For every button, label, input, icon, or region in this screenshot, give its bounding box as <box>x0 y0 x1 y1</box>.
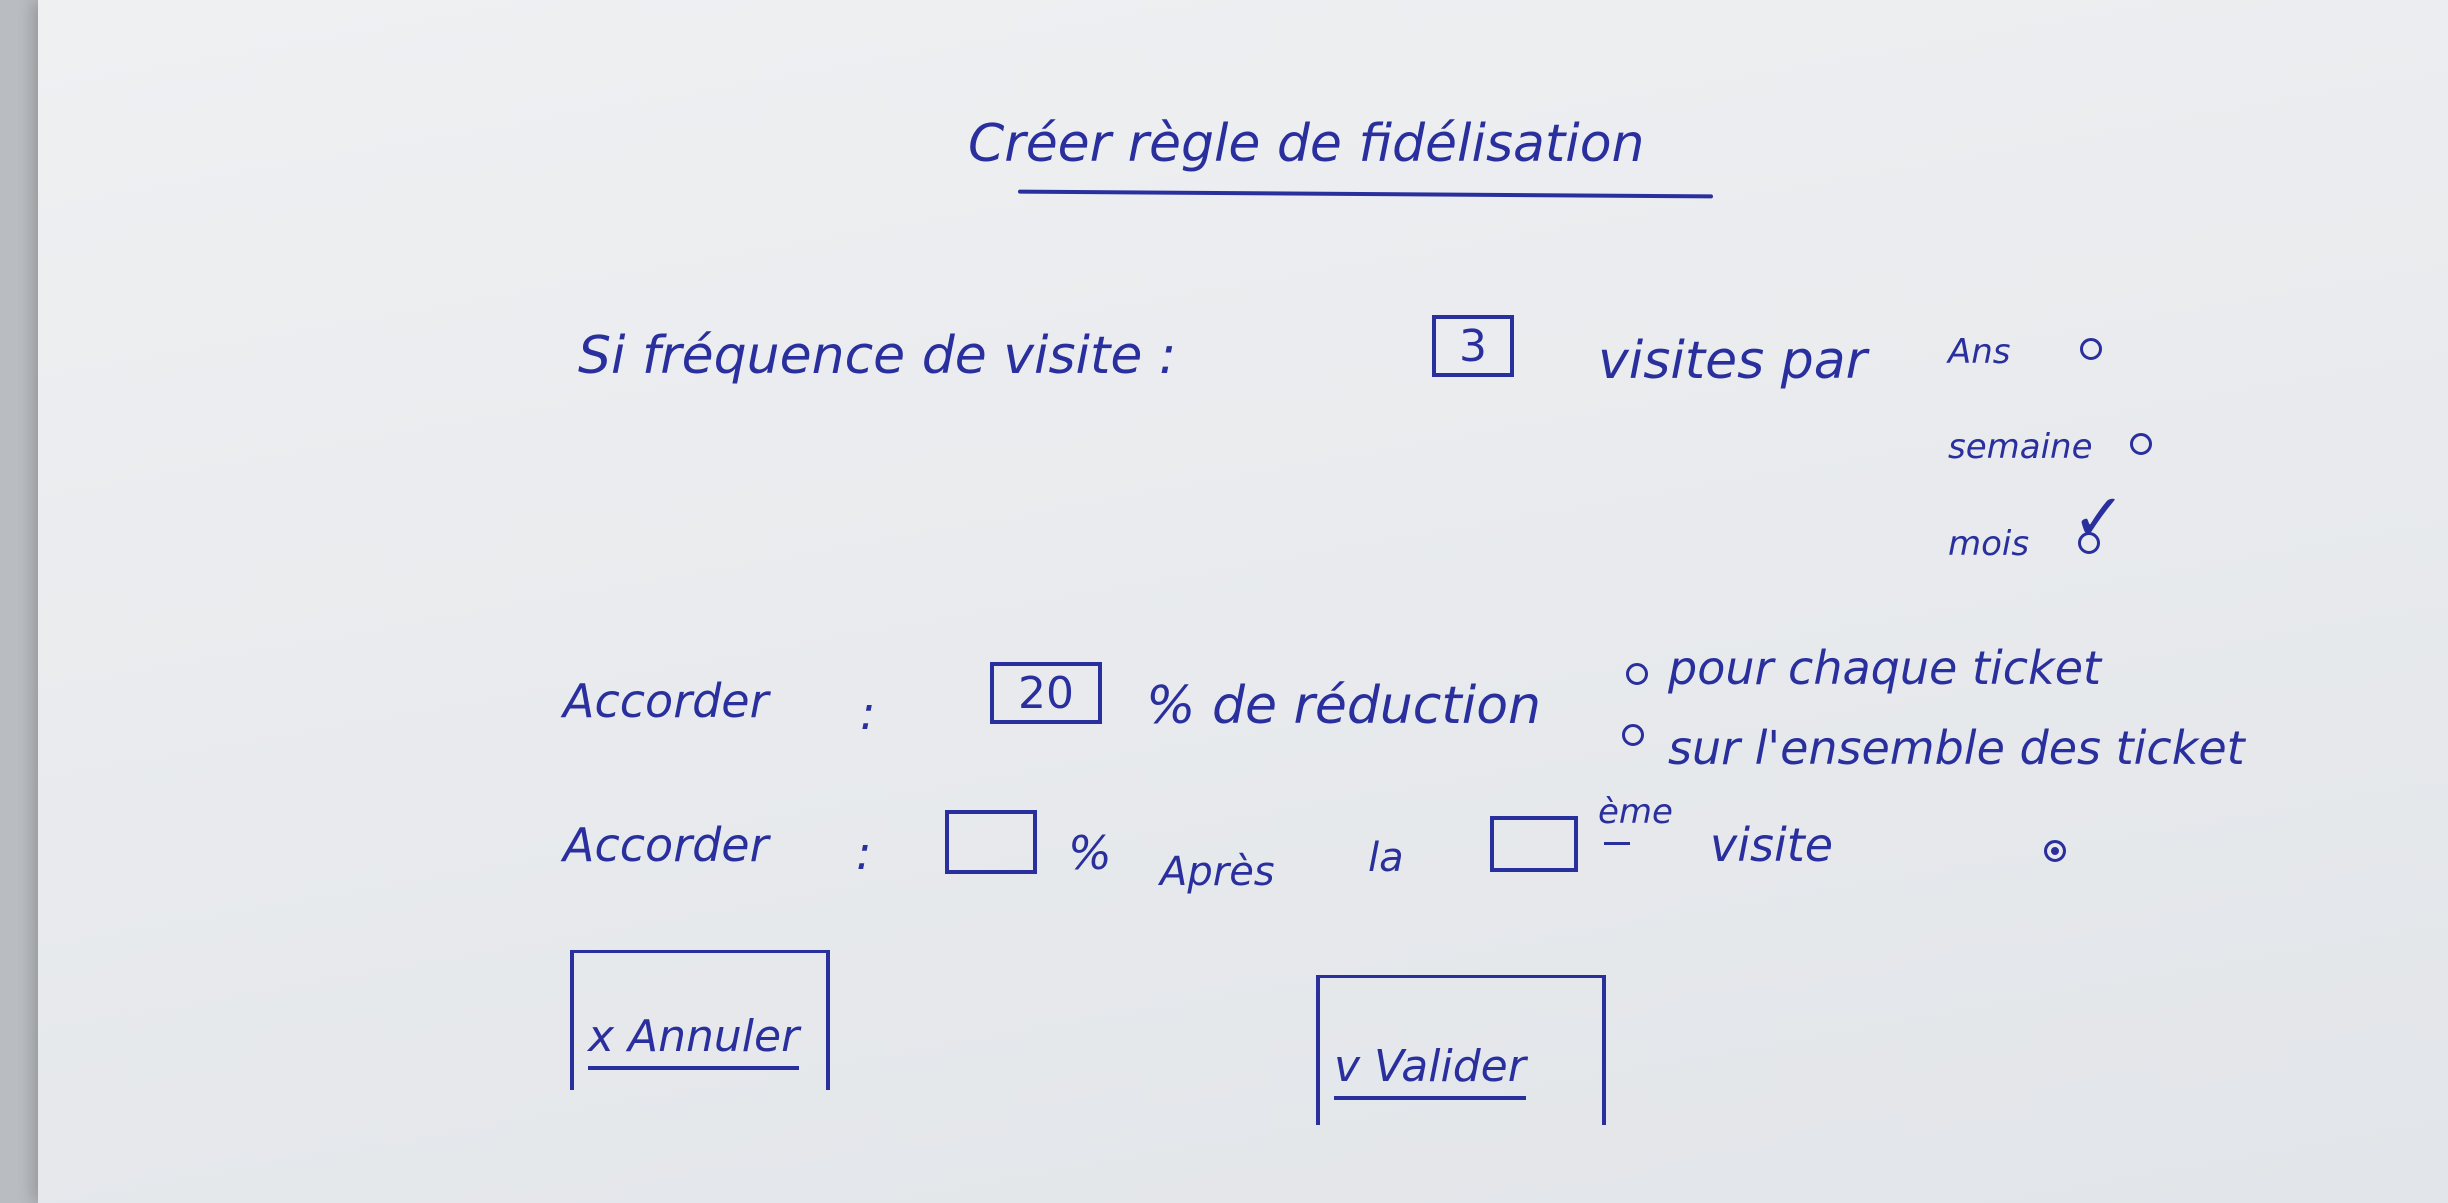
discount2-colon: : <box>856 826 872 880</box>
discount1-option-each-ticket-radio[interactable] <box>1626 663 1648 685</box>
discount1-option-all-tickets-radio[interactable] <box>1622 724 1644 746</box>
discount1-percent-input[interactable] <box>990 662 1102 724</box>
page-title: Créer règle de fidélisation <box>968 114 1645 174</box>
ordinal-dash <box>1604 842 1630 845</box>
discount2-visit-input[interactable] <box>1490 816 1578 872</box>
frequency-option-week-radio[interactable] <box>2130 433 2152 455</box>
discount2-la-text: la <box>1368 835 1404 881</box>
checkmark-icon: ✓ <box>2072 481 2126 555</box>
discount2-ordinal: ème <box>1598 792 1673 832</box>
frequency-input[interactable] <box>1432 315 1514 377</box>
discount2-percent-sign: % <box>1068 826 1112 880</box>
frequency-label: Si fréquence de visite : <box>578 326 1177 386</box>
cancel-button[interactable]: x Annuler <box>570 950 830 1090</box>
discount1-label: Accorder <box>563 674 769 728</box>
frequency-unit-text: visites par <box>1598 331 1868 391</box>
discount1-colon: : <box>860 686 876 740</box>
discount2-label: Accorder <box>563 818 769 872</box>
frequency-option-years-label: Ans <box>1948 332 2011 372</box>
frequency-option-month-radio[interactable] <box>2078 532 2100 554</box>
discount2-visit-text: visite <box>1710 818 1834 872</box>
form-sheet: Créer règle de fidélisation Si fréquence… <box>38 0 2448 1203</box>
frequency-option-years-radio[interactable] <box>2080 338 2102 360</box>
title-underline <box>1017 189 1714 199</box>
validate-button-label: v Valider <box>1334 1041 1526 1100</box>
cancel-button-label: x Annuler <box>588 1011 800 1070</box>
discount2-percent-input[interactable] <box>945 810 1037 874</box>
discount1-option-each-ticket-label: pour chaque ticket <box>1668 641 2102 695</box>
discount2-option-radio[interactable] <box>2044 840 2066 862</box>
frequency-option-month-label: mois <box>1948 524 2030 564</box>
discount2-after-text: Après <box>1160 849 1275 895</box>
discount1-suffix: % de réduction <box>1146 676 1542 736</box>
validate-button[interactable]: v Valider <box>1316 975 1606 1125</box>
discount1-option-all-tickets-label: sur l'ensemble des ticket <box>1668 721 2245 775</box>
frequency-option-week-label: semaine <box>1948 427 2093 467</box>
